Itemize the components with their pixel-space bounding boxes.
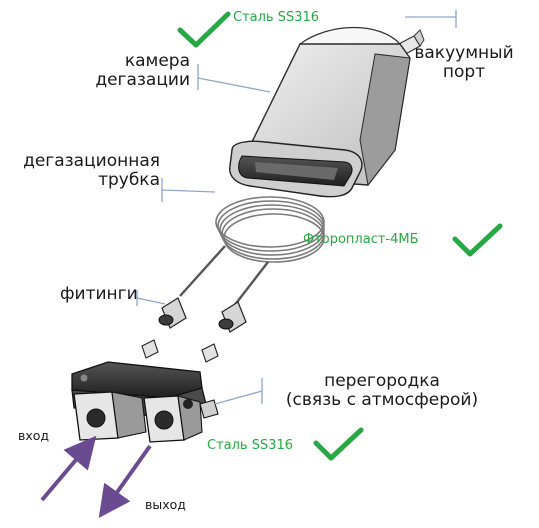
material-chamber: Сталь SS316 [233, 10, 320, 25]
material-bulkhead: Сталь SS316 [207, 438, 294, 453]
fitting-right [218, 301, 247, 333]
label-chamber-line1: камера [124, 51, 190, 71]
degassing-chamber [229, 26, 425, 198]
label-outlet: выход [145, 497, 186, 512]
check-icon [313, 427, 364, 461]
label-inlet: вход [18, 428, 50, 443]
check-icon [177, 11, 231, 48]
degassing-tube [179, 196, 325, 307]
label-vacuum-port: вакуумный порт [402, 43, 526, 83]
ferrule-right [201, 343, 219, 363]
bulkhead [71, 361, 219, 443]
arrow-down-left-icon [98, 444, 152, 519]
label-chamber: камера дегазации [52, 51, 190, 91]
leader-lines [136, 10, 457, 405]
ferrule-left [141, 339, 159, 359]
check-icon [452, 223, 503, 257]
label-vacuum-port-line1: вакуумный [414, 43, 514, 63]
label-tube-line1: дегазационная [23, 151, 160, 171]
label-bulkhead: перегородка (связь с атмосферой) [266, 371, 498, 411]
arrow-up-right-icon [40, 435, 97, 502]
material-tube: Фторопласт-4МБ [303, 232, 419, 247]
label-chamber-line2: дегазации [95, 70, 190, 91]
label-bulkhead-line2: (связь с атмосферой) [285, 390, 479, 411]
label-tube-line2: трубка [98, 170, 160, 191]
label-vacuum-port-line2: порт [442, 62, 486, 83]
fitting-left [158, 297, 187, 329]
label-tube: дегазационная трубка [8, 151, 160, 191]
label-bulkhead-line1: перегородка [324, 371, 440, 391]
label-fittings: фитинги [60, 284, 138, 304]
